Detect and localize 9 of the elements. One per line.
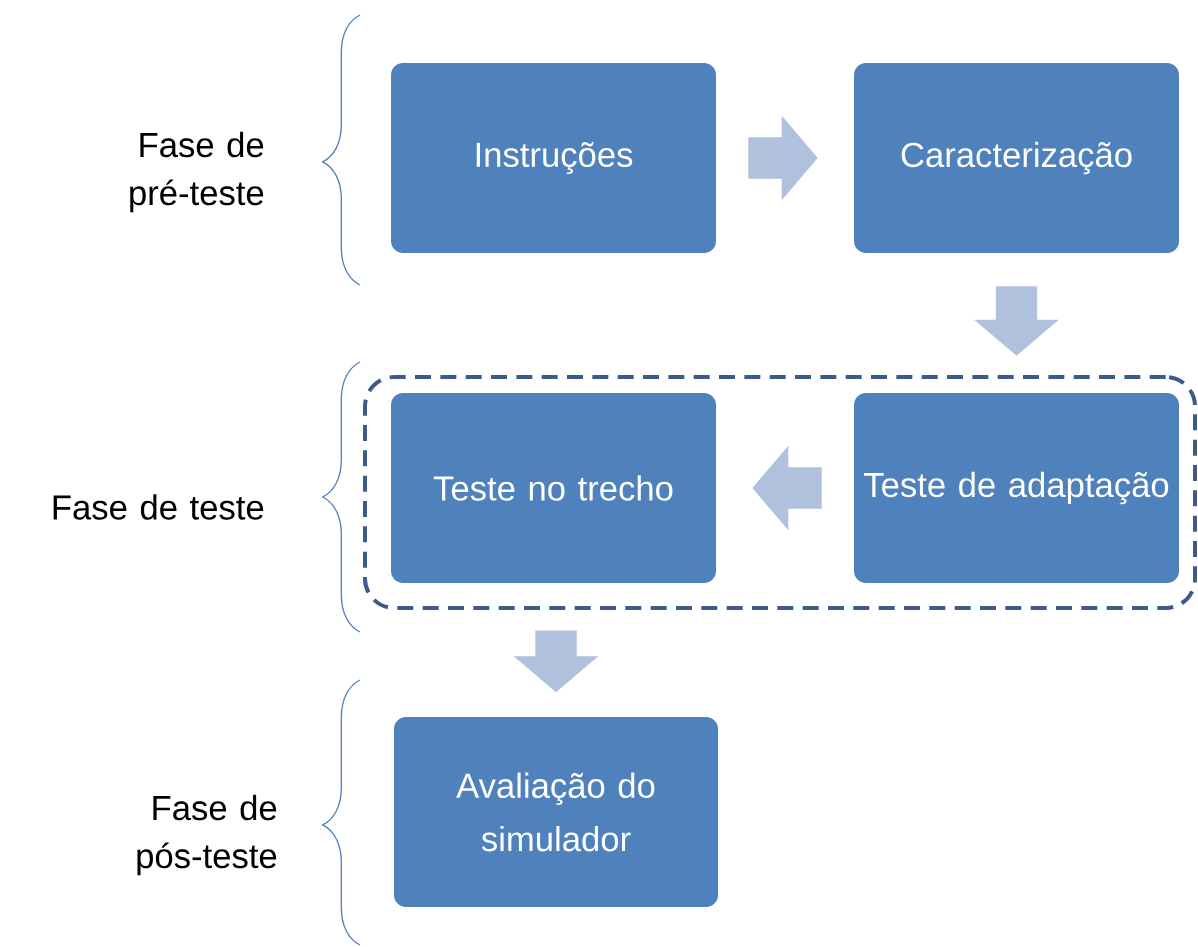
process-box: Avaliação do simulador	[394, 717, 718, 907]
dashed-group-box	[363, 375, 1197, 610]
process-box: Instruções	[391, 63, 716, 253]
phase-label: Fase de teste	[53, 494, 264, 520]
process-box: Caracterização	[854, 63, 1179, 253]
phase-label: Fase de pré-teste	[130, 131, 264, 213]
process-box: Teste de adaptação	[854, 393, 1179, 583]
phase-label: Fase de pós-teste	[137, 794, 277, 876]
process-box: Teste no trecho	[391, 393, 716, 583]
